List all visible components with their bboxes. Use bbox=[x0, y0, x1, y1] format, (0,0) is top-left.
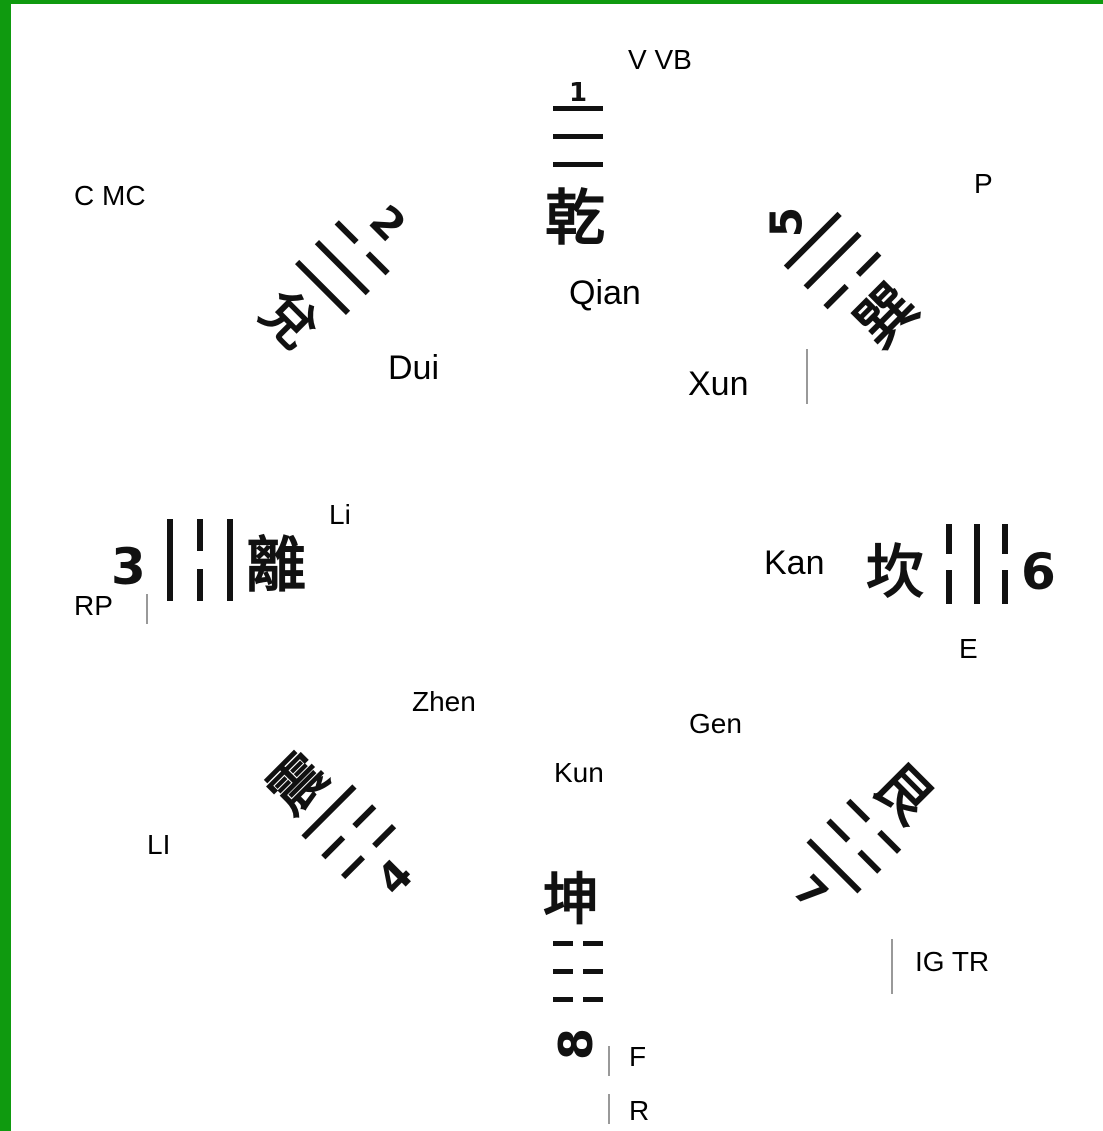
xun-name: Xun bbox=[688, 365, 749, 403]
kun-meridian-2: R bbox=[629, 1095, 650, 1126]
gen-character: 艮 bbox=[860, 751, 947, 838]
zhen-line-1 bbox=[301, 784, 357, 840]
xun-number: 5 bbox=[761, 207, 812, 238]
qian-line-1 bbox=[553, 106, 603, 111]
qian-meridian: V VB bbox=[628, 44, 692, 75]
li-name: Li bbox=[329, 499, 351, 530]
dui-number: 2 bbox=[360, 196, 415, 251]
zhen-line-2b bbox=[352, 804, 377, 829]
kan-name: Kan bbox=[764, 544, 825, 582]
gen-meridian: IG TR bbox=[915, 946, 990, 977]
li-number: 3 bbox=[111, 538, 146, 596]
xun-line-2 bbox=[803, 231, 862, 290]
li-line-2a bbox=[197, 519, 203, 551]
kan-number: 6 bbox=[1021, 543, 1056, 601]
xun-line-3a bbox=[823, 283, 849, 310]
xun-line-3b bbox=[855, 251, 882, 277]
edge-mark-xun bbox=[806, 349, 808, 404]
edge-mark-gen bbox=[891, 939, 893, 994]
dui-character: 兌 bbox=[248, 278, 331, 361]
kan-line-1b bbox=[946, 570, 952, 604]
xun-meridian: P bbox=[974, 168, 993, 199]
kun-name: Kun bbox=[554, 757, 604, 788]
qian-line-3 bbox=[553, 162, 603, 167]
gen-line-2b bbox=[857, 849, 882, 874]
kun-line-1b bbox=[583, 941, 603, 946]
zhen-trigram: 震 4 bbox=[255, 741, 423, 905]
kun-line-2b bbox=[583, 969, 603, 974]
zhen-name: Zhen bbox=[412, 686, 476, 717]
edge-mark-li bbox=[146, 594, 148, 624]
qian-name: Qian bbox=[569, 274, 641, 312]
xun-line-1 bbox=[783, 211, 842, 270]
kun-character: 坤 bbox=[543, 867, 599, 933]
qian-line-2 bbox=[553, 134, 603, 139]
li-character: 離 bbox=[246, 531, 306, 601]
zhen-line-2a bbox=[321, 835, 346, 860]
dui-line-3 bbox=[294, 259, 351, 316]
li-line-1 bbox=[167, 519, 173, 601]
kun-line-2a bbox=[553, 969, 573, 974]
kan-character: 坎 bbox=[866, 538, 924, 606]
kan-trigram: 坎 6 bbox=[866, 524, 1056, 606]
xun-trigram: 5 巽 bbox=[761, 207, 931, 360]
gen-line-1b bbox=[877, 829, 902, 854]
kan-line-1a bbox=[946, 524, 952, 554]
xun-character: 巽 bbox=[842, 271, 931, 360]
dui-meridian: C MC bbox=[74, 180, 146, 211]
qian-trigram: 1 乾 bbox=[545, 79, 605, 254]
li-trigram: 3 離 bbox=[111, 519, 306, 601]
kun-trigram: 坤 8 bbox=[543, 867, 603, 1060]
li-line-3 bbox=[227, 519, 233, 601]
li-meridian: RP bbox=[74, 590, 113, 621]
kun-number: 8 bbox=[549, 1028, 603, 1060]
dui-line-1b bbox=[365, 251, 390, 276]
qian-number: 1 bbox=[569, 79, 587, 108]
zhen-meridian: LI bbox=[147, 829, 171, 860]
gen-line-1a bbox=[846, 798, 871, 823]
edge-mark-kun-r bbox=[608, 1094, 610, 1124]
gen-number: 7 bbox=[784, 867, 836, 919]
dui-line-1a bbox=[334, 220, 359, 245]
kan-line-2 bbox=[974, 524, 980, 604]
zhen-number: 4 bbox=[367, 849, 422, 904]
zhen-line-3b bbox=[372, 824, 397, 849]
kun-meridian-1: F bbox=[629, 1041, 647, 1072]
kun-line-3b bbox=[583, 997, 603, 1002]
kan-line-3a bbox=[1002, 524, 1008, 554]
kan-meridian: E bbox=[959, 633, 978, 664]
kun-line-1a bbox=[553, 941, 573, 946]
dui-name: Dui bbox=[388, 349, 440, 387]
gen-line-2a bbox=[826, 818, 851, 843]
kan-line-3b bbox=[1002, 570, 1008, 604]
gen-trigram: 艮 7 bbox=[784, 751, 947, 919]
dui-line-2 bbox=[314, 240, 370, 296]
zhen-line-3a bbox=[341, 855, 366, 880]
gen-name: Gen bbox=[689, 708, 742, 739]
qian-character: 乾 bbox=[545, 184, 605, 254]
kun-line-3a bbox=[553, 997, 573, 1002]
bagua-diagram: 1 乾 5 巽 坎 6 艮 7 bbox=[11, 4, 1103, 1131]
dui-trigram: 2 兌 bbox=[248, 196, 416, 361]
li-line-2b bbox=[197, 569, 203, 601]
gen-line-3 bbox=[806, 838, 862, 894]
edge-mark-kun-f bbox=[608, 1046, 610, 1076]
